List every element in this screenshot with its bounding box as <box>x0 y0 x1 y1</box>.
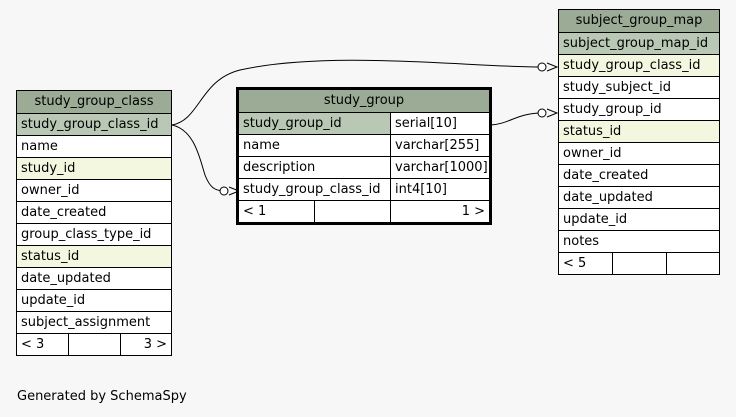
column-type: int4[10] <box>395 182 447 197</box>
column-row[interactable]: name <box>17 136 171 158</box>
link-group-to-map-end <box>537 108 547 118</box>
column-row[interactable]: group_class_type_id <box>17 224 171 246</box>
column-row[interactable]: subject_group_map_id <box>559 33 719 55</box>
column-row[interactable]: study_subject_id <box>559 77 719 99</box>
link-class-to-map <box>171 59 541 126</box>
column-row[interactable]: study_group_class_id <box>17 114 171 136</box>
table-footer: < 1 1 > <box>239 201 489 222</box>
column-row[interactable]: update_id <box>559 209 719 231</box>
table-header[interactable]: study_group <box>239 90 489 113</box>
parents-count[interactable]: < 1 <box>239 201 315 222</box>
column-row[interactable]: owner_id <box>559 143 719 165</box>
column-row[interactable]: subject_assignment <box>17 312 171 334</box>
column-type: varchar[255] <box>395 138 480 153</box>
column-row[interactable]: study_id <box>17 158 171 180</box>
footer-spacer <box>613 253 667 274</box>
column-type: varchar[1000] <box>395 160 488 175</box>
link-group-to-map <box>489 112 541 126</box>
column-row[interactable]: status_id <box>559 121 719 143</box>
table-header[interactable]: subject_group_map <box>559 10 719 33</box>
column-row[interactable]: study_group_id serial[10] <box>239 113 489 135</box>
link-class-to-group-end <box>219 186 229 196</box>
table-footer: < 5 <box>559 253 719 274</box>
column-name: name <box>239 135 391 156</box>
column-row[interactable]: study_group_class_id <box>559 55 719 77</box>
column-row[interactable]: description varchar[1000] <box>239 157 489 179</box>
children-count[interactable]: 1 > <box>461 204 485 219</box>
column-row[interactable]: date_updated <box>559 187 719 209</box>
column-row[interactable]: date_updated <box>17 268 171 290</box>
column-row[interactable]: name varchar[255] <box>239 135 489 157</box>
column-name: study_group_class_id <box>239 179 391 200</box>
column-row[interactable]: notes <box>559 231 719 253</box>
column-row[interactable]: date_created <box>17 202 171 224</box>
footer-spacer <box>667 253 719 274</box>
link-class-to-map-end <box>537 62 547 72</box>
column-row[interactable]: update_id <box>17 290 171 312</box>
table-study-group-class[interactable]: study_group_class study_group_class_id n… <box>16 90 172 356</box>
link-class-to-group <box>171 124 223 192</box>
column-row[interactable]: study_group_id <box>559 99 719 121</box>
column-row[interactable]: study_group_class_id int4[10] <box>239 179 489 201</box>
column-row[interactable]: owner_id <box>17 180 171 202</box>
footer-spacer <box>69 334 121 355</box>
column-row[interactable]: date_created <box>559 165 719 187</box>
table-study-group[interactable]: study_group study_group_id serial[10] na… <box>236 87 492 225</box>
children-count[interactable]: 3 > <box>143 337 167 352</box>
column-row[interactable]: status_id <box>17 246 171 268</box>
table-header[interactable]: study_group_class <box>17 91 171 114</box>
footer-spacer <box>315 201 391 222</box>
column-type: serial[10] <box>395 116 457 131</box>
parents-count[interactable]: < 5 <box>559 253 613 274</box>
table-subject-group-map[interactable]: subject_group_map subject_group_map_id s… <box>558 9 720 275</box>
column-name: study_group_id <box>239 113 391 134</box>
parents-count[interactable]: < 3 <box>17 334 69 355</box>
column-name: description <box>239 157 391 178</box>
generated-by-text: Generated by SchemaSpy <box>17 389 187 404</box>
table-footer: < 3 3 > <box>17 334 171 355</box>
